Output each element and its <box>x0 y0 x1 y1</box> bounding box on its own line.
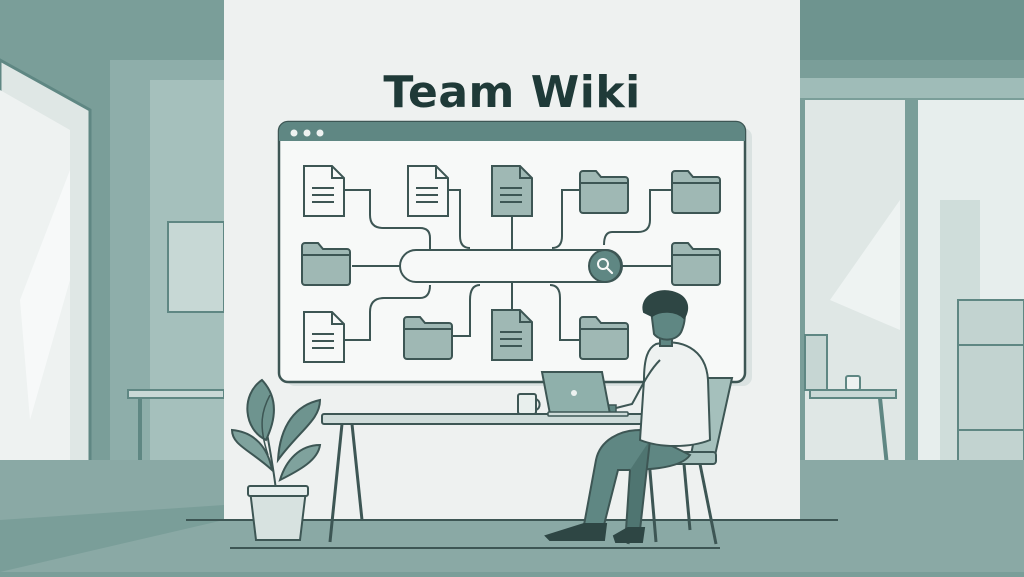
window-dot <box>303 129 311 137</box>
document-icon <box>303 311 345 363</box>
document-icon <box>491 165 533 217</box>
person-icon <box>544 290 712 543</box>
plant-icon <box>230 378 322 541</box>
folder-icon <box>301 242 351 286</box>
page-title: Team Wiki <box>383 67 641 119</box>
document-icon <box>407 165 449 217</box>
mug-icon <box>517 393 541 415</box>
folder-icon <box>579 170 629 214</box>
document-icon <box>303 165 345 217</box>
folder-icon <box>403 316 453 360</box>
search-bar <box>399 249 623 283</box>
laptop-icon <box>540 371 629 417</box>
search-icon <box>597 258 614 275</box>
folder-icon <box>671 170 721 214</box>
folder-icon <box>579 316 629 360</box>
folder-icon <box>671 242 721 286</box>
window-dot <box>316 129 324 137</box>
connector-lines <box>344 189 672 341</box>
window-dot <box>290 129 298 137</box>
document-icon <box>491 309 533 361</box>
